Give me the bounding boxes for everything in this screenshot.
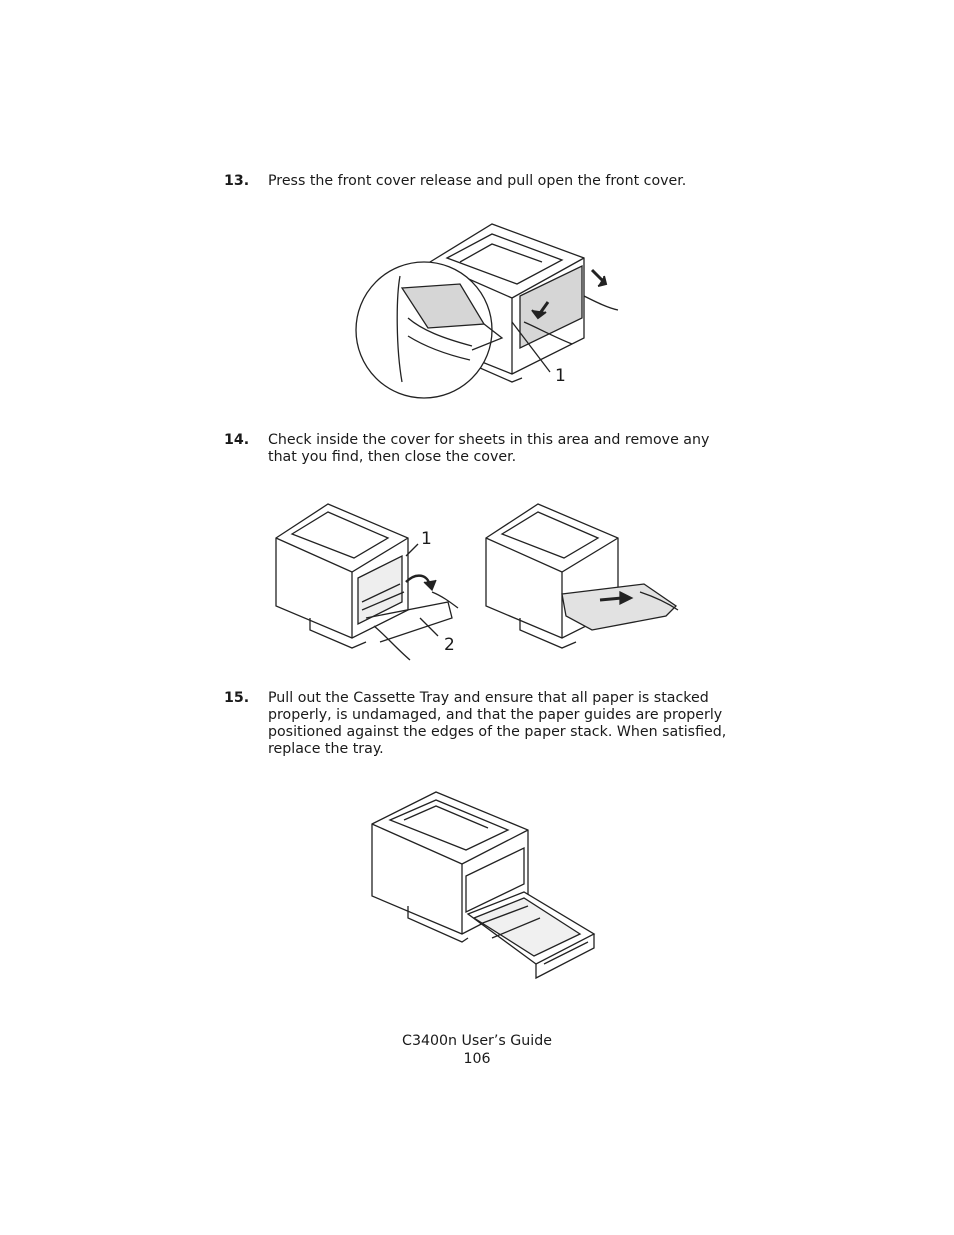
- step-number: 13.: [224, 173, 250, 189]
- footer-title: C3400n User’s Guide: [402, 1033, 552, 1049]
- page-number: 106: [463, 1051, 491, 1067]
- step-number: 15.: [224, 690, 250, 706]
- step-number: 14.: [224, 432, 250, 448]
- printer-illustration-1: 1: [355, 223, 619, 399]
- step-text: Pull out the Cassette Tray and ensure th…: [268, 690, 727, 757]
- step-text: Check inside the cover for sheets in thi…: [268, 432, 710, 465]
- figure-cassette-tray: [368, 788, 598, 984]
- figure-check-inside-cover: 1 2: [270, 498, 682, 666]
- callout-1: 1: [555, 366, 566, 386]
- callout-2: 2: [444, 635, 455, 655]
- step-text: Press the front cover release and pull o…: [268, 173, 687, 189]
- printer-illustration-3: [371, 791, 596, 980]
- callout-1: 1: [421, 529, 432, 549]
- figure-front-cover-release: 1: [352, 218, 627, 400]
- printer-illustration-2: 1 2: [275, 503, 679, 661]
